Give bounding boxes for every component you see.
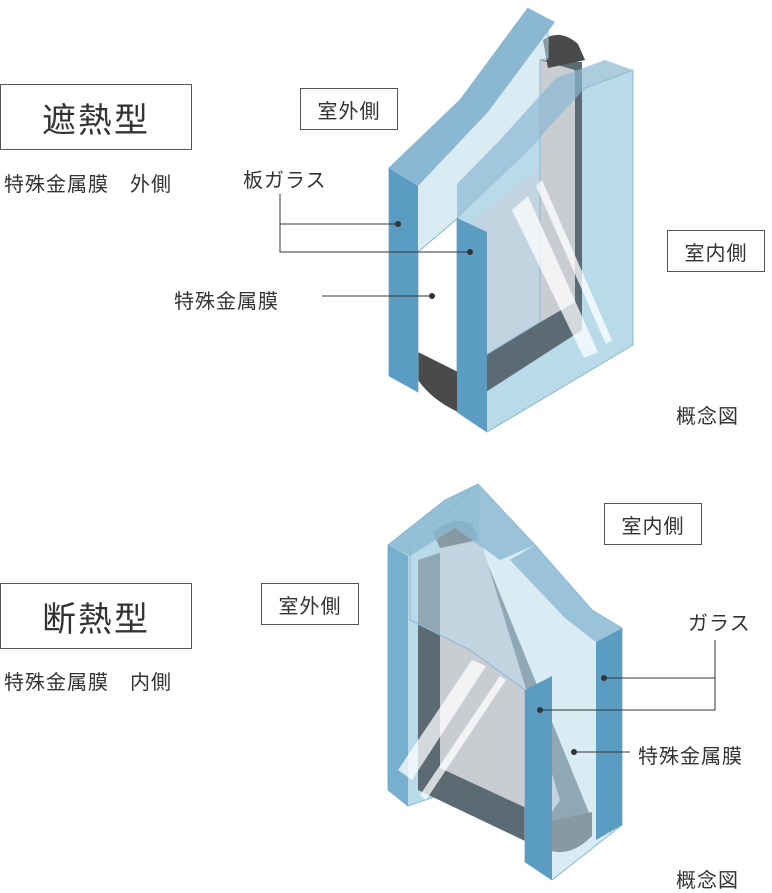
concept-label: 概念図 bbox=[676, 868, 739, 892]
back-pane-edge bbox=[457, 218, 487, 432]
reflection bbox=[420, 676, 506, 800]
reflection bbox=[512, 196, 598, 358]
film-label: 特殊金属膜 bbox=[174, 289, 279, 313]
type-title-text: 断熱型 bbox=[42, 599, 150, 640]
glass-label: 板ガラス bbox=[243, 168, 327, 192]
type-title-text: 遮熱型 bbox=[42, 100, 150, 141]
inside-label: 室内側 bbox=[667, 230, 765, 272]
film-position-subtitle: 特殊金属膜 外側 bbox=[4, 172, 172, 196]
front-pane-edge bbox=[389, 168, 418, 392]
film-dot bbox=[571, 749, 577, 755]
outside-label: 室外側 bbox=[300, 88, 398, 130]
glass-dot bbox=[537, 707, 543, 713]
inner-pane-edge bbox=[525, 676, 552, 880]
type-title-insulation: 断熱型 bbox=[0, 583, 192, 649]
spacer-top bbox=[543, 34, 585, 68]
glass-label: ガラス bbox=[688, 611, 751, 635]
outer-pane-edge bbox=[388, 545, 408, 806]
pane-top-right bbox=[510, 545, 622, 642]
inner-pane-edge-right bbox=[596, 628, 622, 840]
reflection bbox=[536, 180, 612, 344]
type-title-heat-shield: 遮熱型 bbox=[0, 84, 192, 150]
film-position-subtitle: 特殊金属膜 内側 bbox=[4, 670, 172, 694]
glass-dot bbox=[601, 675, 607, 681]
heat-shield-glass-unit bbox=[279, 7, 634, 433]
glass-leader bbox=[279, 223, 470, 253]
glass-dot bbox=[467, 249, 473, 255]
insulation-glass-unit bbox=[387, 483, 716, 881]
film-label: 特殊金属膜 bbox=[638, 744, 743, 768]
glass-dot bbox=[395, 221, 401, 227]
outside-label: 室外側 bbox=[261, 583, 359, 625]
reflection bbox=[398, 660, 486, 780]
spacer-bottom bbox=[418, 352, 458, 412]
glass-leader bbox=[540, 640, 716, 711]
inside-label: 室内側 bbox=[604, 503, 702, 545]
back-pane-top bbox=[457, 60, 633, 218]
film-dot bbox=[429, 293, 435, 299]
pane-top bbox=[388, 484, 535, 560]
concept-label: 概念図 bbox=[676, 404, 739, 428]
front-pane-top bbox=[389, 8, 555, 186]
